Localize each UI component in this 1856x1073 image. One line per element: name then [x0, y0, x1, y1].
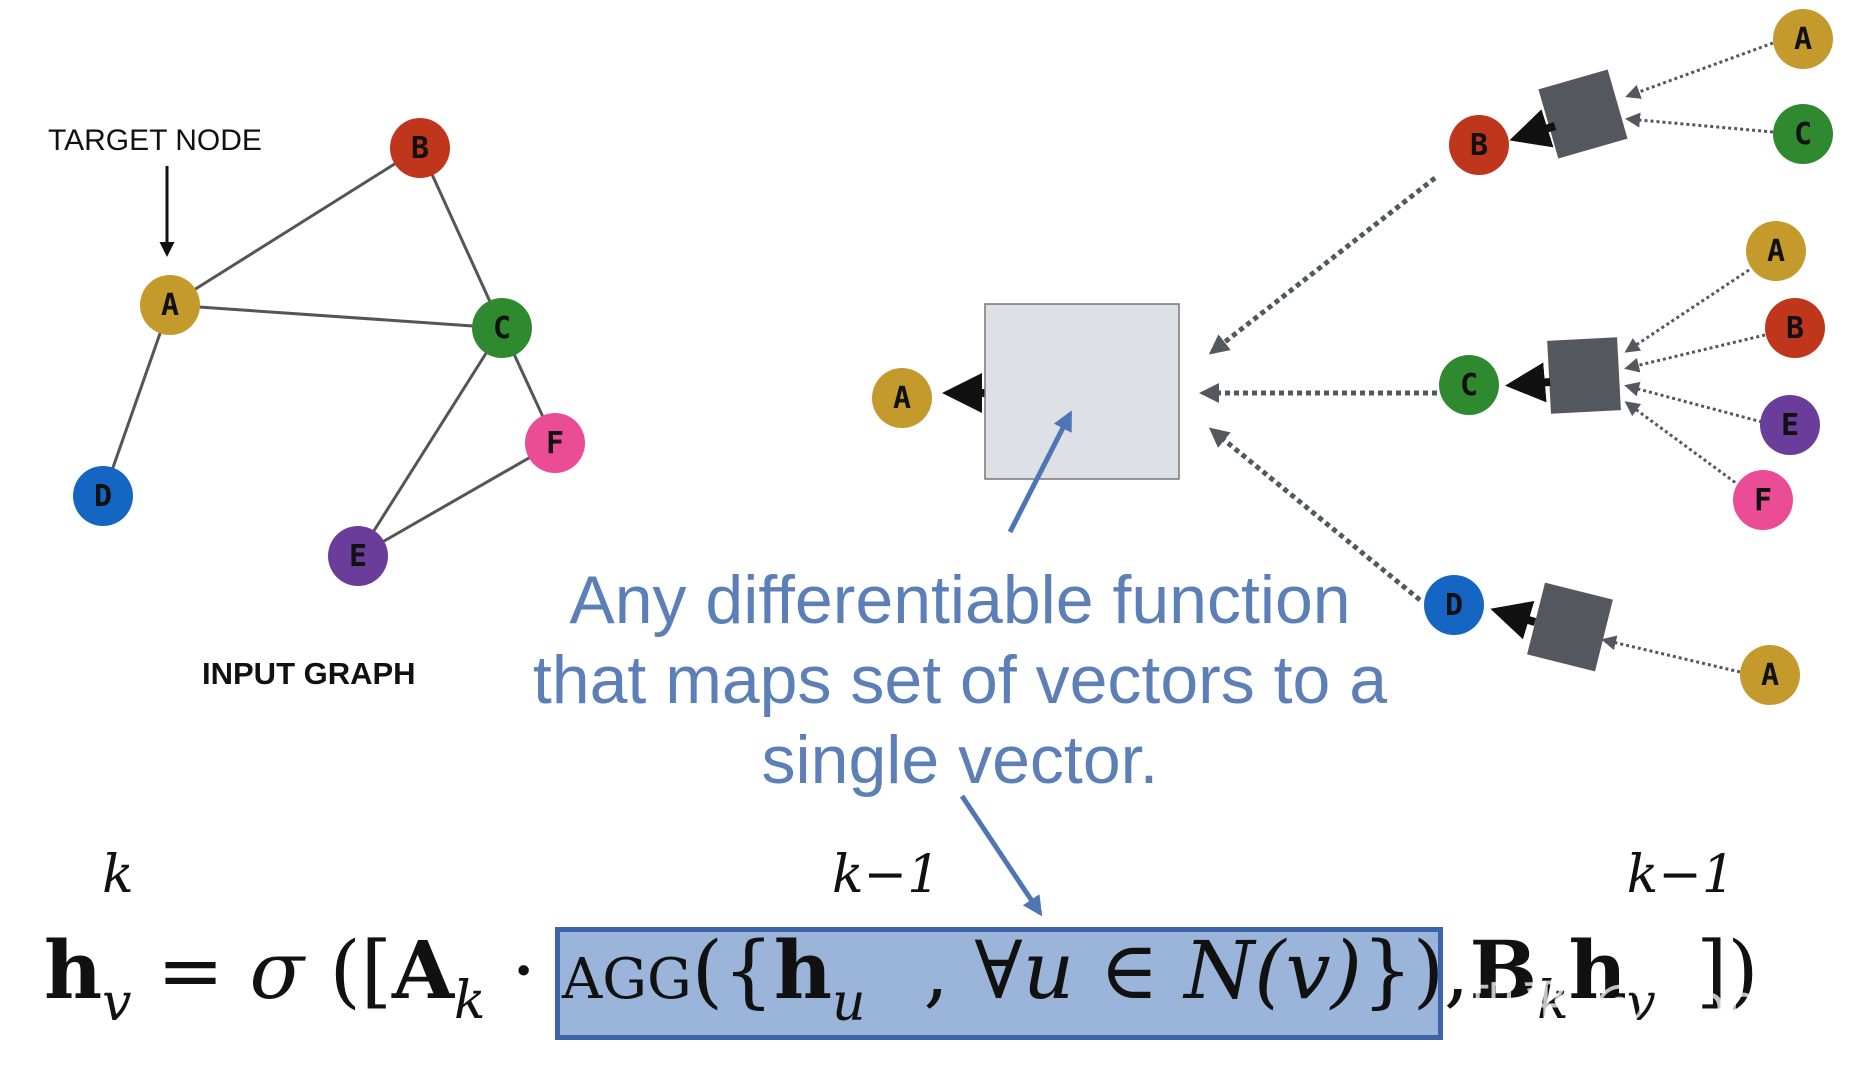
callout-text: Any differentiable function that maps se…	[520, 560, 1400, 800]
aggregator-box-d	[1527, 582, 1613, 672]
arrow-c-to-aggb	[1625, 112, 1774, 134]
svg-text:B: B	[411, 131, 429, 166]
formula-h-u: h	[773, 923, 833, 1017]
formula-agg-open: ({	[691, 924, 774, 1017]
svg-text:A: A	[1794, 22, 1812, 57]
arrow-b-to-main	[1208, 176, 1437, 355]
leaf-node-b-a: A	[1773, 9, 1833, 69]
callout-arrow-to-box	[1007, 410, 1073, 534]
edge-c-e	[356, 327, 504, 557]
formula-B: B	[1469, 923, 1538, 1017]
node-e: E	[328, 526, 388, 586]
callout-arrow-to-formula	[959, 794, 1043, 917]
arrow-aggb-to-b	[1509, 109, 1557, 148]
level1-node-c: C	[1439, 355, 1499, 415]
callout-line-1: Any differentiable function	[569, 562, 1351, 638]
arrow-f-to-aggc	[1624, 401, 1741, 488]
main-aggregator-box	[984, 303, 1180, 480]
svg-text:A: A	[1761, 658, 1779, 693]
svg-text:E: E	[1781, 408, 1799, 443]
svg-text:A: A	[893, 381, 911, 416]
leaf-node-c-f: F	[1733, 470, 1793, 530]
formula-A-sub: k	[454, 971, 486, 1031]
svg-text:C: C	[1794, 117, 1812, 152]
node-f: F	[525, 413, 585, 473]
node-a: A	[140, 275, 200, 335]
arrow-aggd-to-d	[1490, 600, 1537, 640]
computation-graph: A B A C C A B E F D A	[872, 9, 1833, 705]
edge-a-d	[101, 304, 172, 497]
formula-agg-close: })	[1361, 924, 1445, 1017]
svg-text:B: B	[1786, 311, 1804, 346]
input-graph: TARGET NODE A B C D E F INPUT GRAPH	[48, 118, 585, 691]
node-b: B	[390, 118, 450, 178]
aggregator-box-b	[1538, 69, 1628, 159]
target-node-label: TARGET NODE	[48, 124, 262, 157]
svg-text:B: B	[1470, 128, 1488, 163]
formula-h-v-sub: v	[102, 973, 132, 1033]
svg-text:C: C	[1460, 368, 1478, 403]
formula-A: A	[391, 923, 455, 1017]
arrow-a-to-aggc	[1624, 268, 1750, 353]
svg-text:F: F	[546, 426, 564, 461]
formula-N-arg: (v)	[1254, 924, 1362, 1017]
arrow-a-to-aggd	[1601, 635, 1741, 674]
arrow-a-to-aggb	[1625, 41, 1774, 99]
svg-text:D: D	[1445, 588, 1463, 623]
formula-u: u	[1022, 924, 1075, 1017]
level1-node-b: B	[1449, 115, 1509, 175]
formula-dot: ·	[510, 924, 537, 1017]
formula-N: N	[1184, 924, 1255, 1017]
formula-agg: AGG	[561, 947, 692, 1012]
callout-line-3: single vector.	[761, 722, 1159, 798]
svg-text:D: D	[94, 479, 112, 514]
formula-forall: , ∀	[923, 924, 1023, 1017]
leaf-node-c-a: A	[1746, 221, 1806, 281]
formula-h-v-prev-sup: k−1	[1626, 845, 1735, 905]
root-node-a: A	[872, 368, 932, 428]
formula-B-sub: k	[1537, 971, 1569, 1031]
svg-text:C: C	[493, 311, 511, 346]
formula-h-v: h	[44, 923, 103, 1017]
aggregator-box-c	[1547, 337, 1621, 414]
formula-in: ∈	[1074, 924, 1185, 1017]
edge-a-c	[169, 303, 503, 330]
agg-highlight-box	[555, 927, 1443, 1040]
leaf-node-c-e: E	[1760, 395, 1820, 455]
leaf-node-d-a: A	[1740, 645, 1800, 705]
node-d: D	[73, 466, 133, 526]
svg-text:E: E	[349, 539, 367, 574]
edge-e-f	[357, 441, 556, 558]
formula-h-u-sup: k−1	[832, 845, 941, 905]
edge-b-c	[418, 147, 504, 329]
arrow-b-to-aggc	[1624, 333, 1766, 373]
formula-comma: ,	[1444, 924, 1470, 1017]
formula-h-v-prev: h	[1568, 923, 1627, 1017]
formula-h-v-sup: k	[102, 845, 134, 905]
input-graph-caption: INPUT GRAPH	[202, 656, 416, 691]
svg-text:F: F	[1754, 483, 1772, 518]
formula-equals: =	[157, 924, 225, 1017]
svg-text:A: A	[161, 288, 179, 323]
watermark: 知乎 @Doggg	[1462, 973, 1837, 1036]
callout-line-2: that maps set of vectors to a	[532, 642, 1388, 718]
edge-a-b	[169, 146, 421, 307]
level1-node-d: D	[1424, 575, 1484, 635]
arrow-aggc-to-c	[1505, 362, 1551, 403]
formula-close: ])	[1696, 924, 1759, 1017]
svg-text:A: A	[1767, 234, 1785, 269]
node-c: C	[472, 298, 532, 358]
leaf-node-b-c: C	[1773, 104, 1833, 164]
formula-open: ([	[329, 924, 392, 1017]
formula-h-u-sub: u	[832, 973, 866, 1033]
leaf-node-c-b: B	[1765, 298, 1825, 358]
arrow-e-to-aggc	[1624, 381, 1763, 424]
formula-h-v-prev-sub: v	[1626, 973, 1657, 1033]
formula-sigma: σ	[249, 924, 305, 1017]
